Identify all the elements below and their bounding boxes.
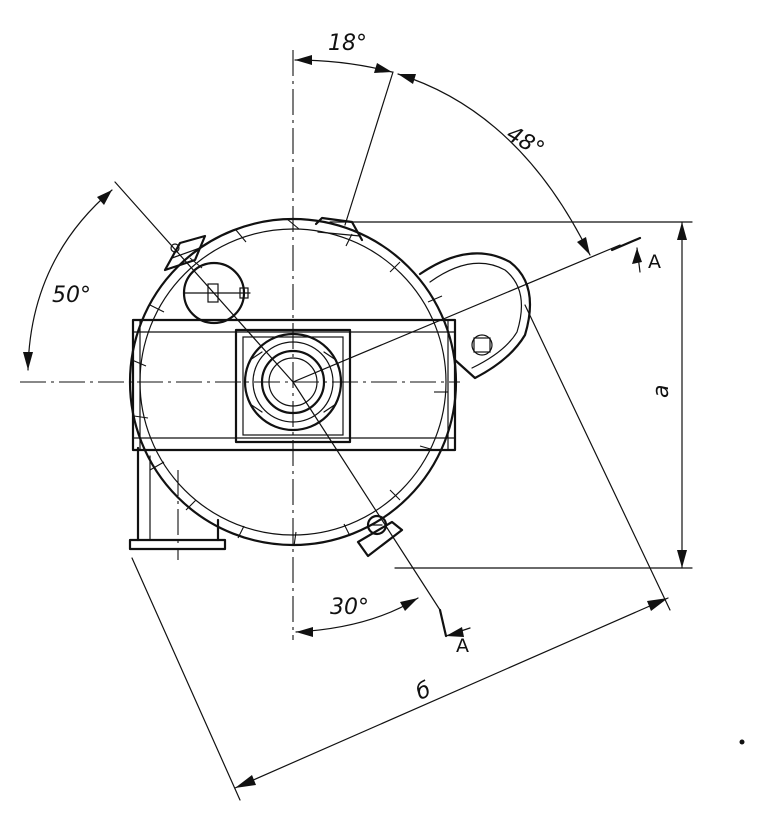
angle-50 [23, 189, 113, 371]
bottom-nozzle [356, 514, 404, 558]
central-hub [234, 328, 352, 444]
support-frame [131, 318, 457, 452]
dimension-a-label: a [649, 385, 674, 398]
angle-50-label: 50° [52, 283, 91, 308]
center-lines [20, 50, 621, 640]
angle-48-label: 48° [502, 122, 548, 163]
angle-18-label: 18° [328, 31, 367, 56]
angle-48 [397, 73, 591, 256]
section-mark-bottom [438, 608, 471, 638]
angle-30 [295, 597, 419, 637]
side-chute [418, 252, 532, 380]
inspection-port [163, 234, 251, 325]
stray-dot [739, 739, 745, 745]
section-mark-bottom-label: A [456, 635, 469, 657]
bottom-left-outlet [128, 446, 227, 560]
dimension-b [131, 304, 671, 801]
top-nozzle [314, 216, 364, 242]
angle-18 [294, 55, 393, 73]
dimension-b-label: б [412, 677, 435, 705]
section-mark-top-label: A [648, 251, 661, 273]
dimension-a [329, 221, 693, 569]
section-mark-top [610, 236, 642, 273]
angle-30-label: 30° [330, 595, 369, 620]
